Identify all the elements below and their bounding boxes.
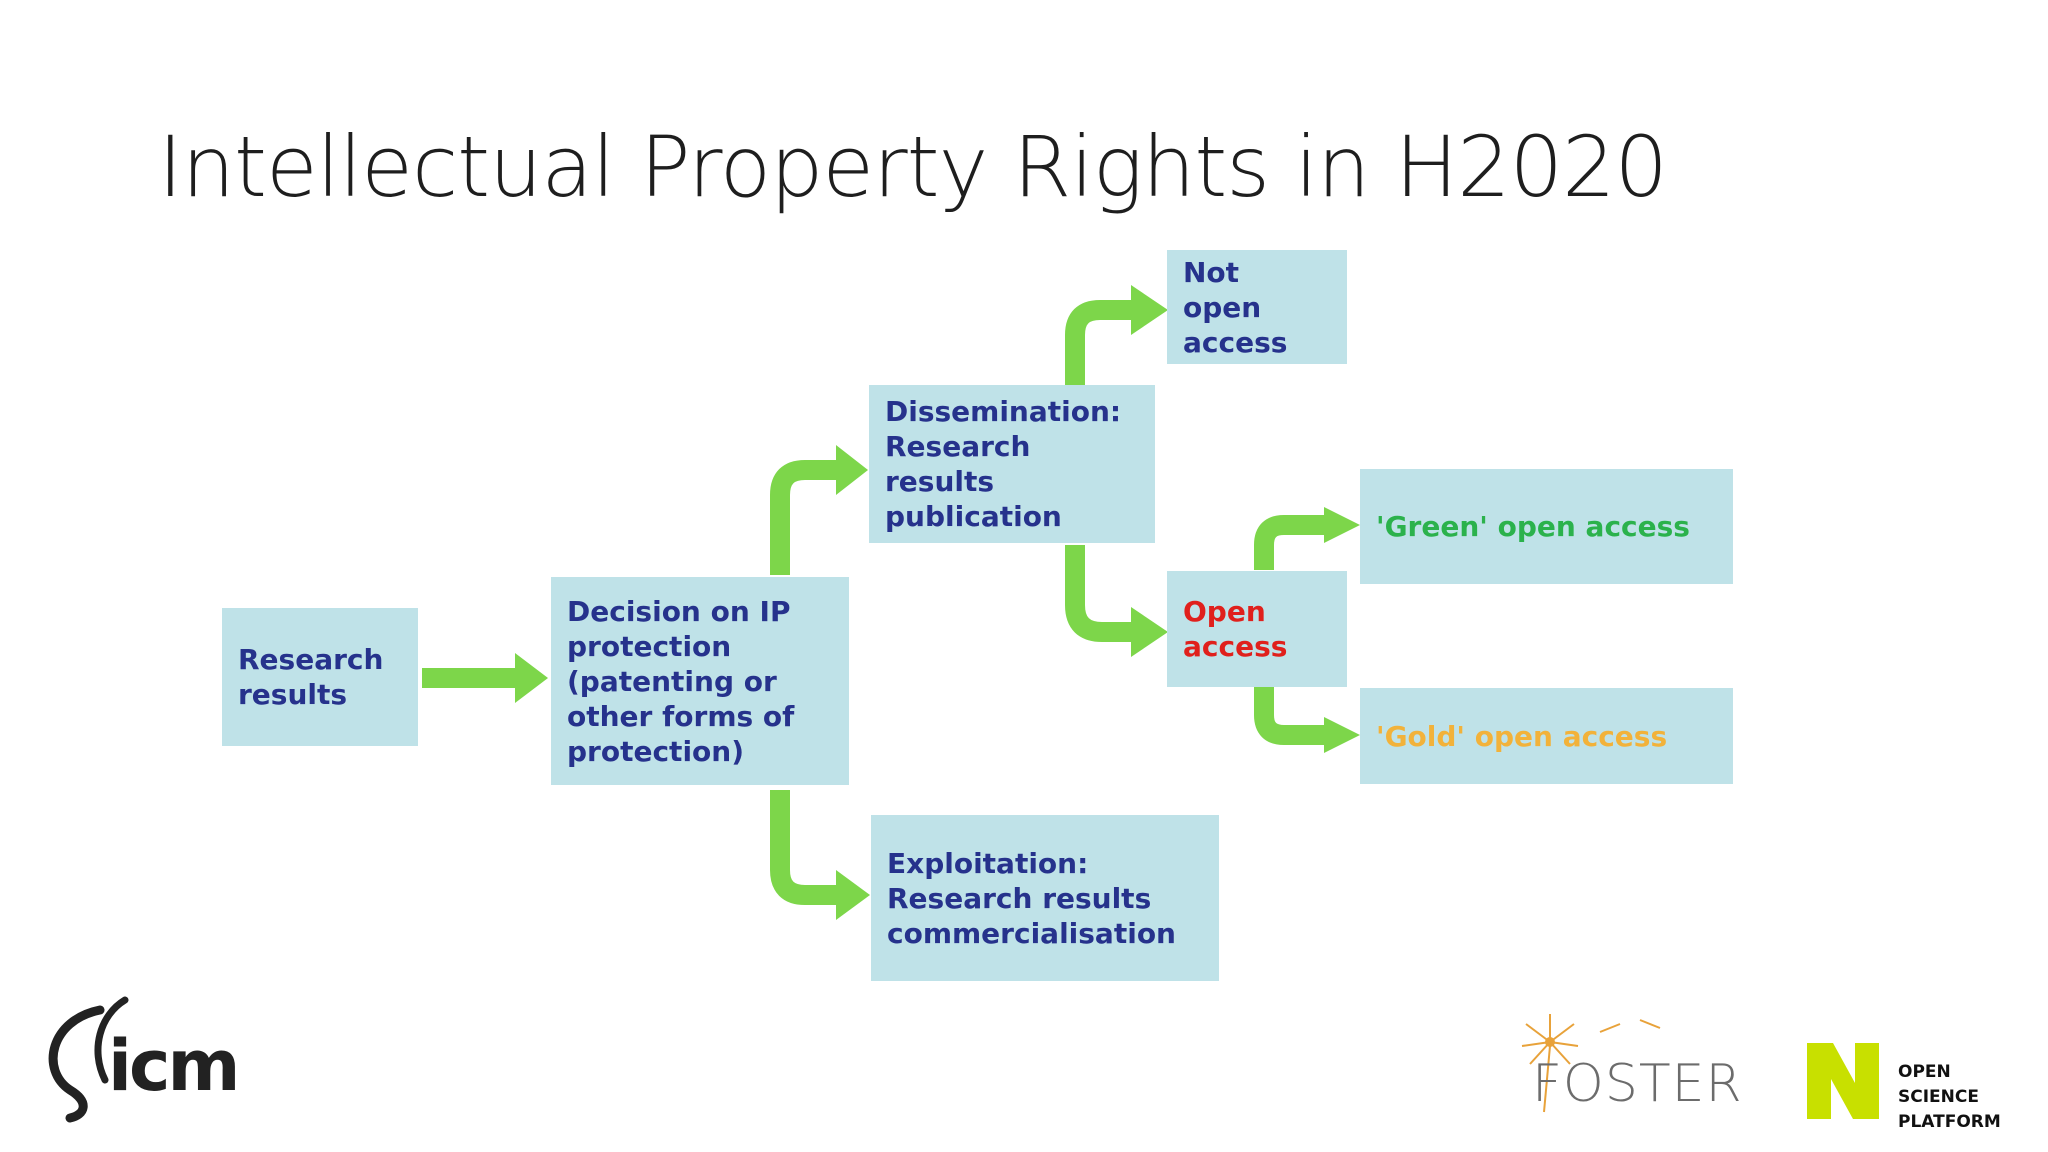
box-open-access: Open access bbox=[1167, 571, 1347, 687]
box-research-results-label: Research results bbox=[238, 643, 384, 711]
box-decision-label: Decision on IP protection (patenting or … bbox=[567, 594, 795, 768]
osp-logo-mark bbox=[1807, 1043, 1879, 1119]
box-open-access-label: Open access bbox=[1183, 595, 1288, 663]
box-not-open-access-label: Not open access bbox=[1183, 255, 1288, 359]
arrow-decision-to-dissemination bbox=[770, 460, 840, 575]
box-exploitation-label: Exploitation: Research results commercia… bbox=[887, 846, 1176, 950]
box-gold-open-access-label: 'Gold' open access bbox=[1376, 719, 1668, 753]
arrowhead-research bbox=[515, 653, 548, 703]
arrow-open-to-gold bbox=[1254, 686, 1328, 745]
arrowhead-dissemination bbox=[836, 445, 868, 495]
arrow-dissemination-to-open bbox=[1065, 545, 1135, 642]
osp-line-open: OPEN bbox=[1898, 1062, 1951, 1082]
osp-logo-text: OPEN SCIENCE PLATFORM bbox=[1898, 1060, 2001, 1135]
arrowhead-exploitation bbox=[836, 870, 870, 920]
arrow-dissemination-to-not-open bbox=[1065, 300, 1135, 385]
arrow-decision-to-exploitation bbox=[770, 790, 840, 905]
arrowhead-open bbox=[1131, 607, 1168, 657]
osp-line-science: SCIENCE bbox=[1898, 1087, 1979, 1107]
box-exploitation: Exploitation: Research results commercia… bbox=[871, 815, 1219, 981]
dandelion-icon bbox=[1521, 1014, 1661, 1113]
arrowhead-green bbox=[1324, 507, 1360, 543]
slide-title: Intellectual Property Rights in H2020 bbox=[158, 118, 1668, 216]
icm-logo: icm bbox=[48, 996, 240, 1123]
arrowhead-not-open bbox=[1131, 285, 1168, 335]
box-dissemination-label: Dissemination: Research results publicat… bbox=[885, 395, 1122, 533]
foster-logo bbox=[1521, 1014, 1661, 1113]
arrowhead-gold bbox=[1324, 717, 1360, 753]
box-research-results: Research results bbox=[222, 608, 418, 746]
box-decision-ip-protection: Decision on IP protection (patenting or … bbox=[551, 577, 849, 785]
box-dissemination: Dissemination: Research results publicat… bbox=[869, 385, 1155, 543]
arrow-open-to-green bbox=[1254, 515, 1328, 570]
osp-line-platform: PLATFORM bbox=[1898, 1112, 2001, 1132]
foster-wordmark: FOSTER bbox=[1532, 1054, 1743, 1114]
box-green-open-access-label: 'Green' open access bbox=[1376, 510, 1690, 543]
box-not-open-access: Not open access bbox=[1167, 250, 1347, 364]
box-green-open-access: 'Green' open access bbox=[1360, 469, 1733, 584]
svg-text:icm: icm bbox=[108, 1025, 237, 1107]
box-gold-open-access: 'Gold' open access bbox=[1360, 688, 1733, 784]
